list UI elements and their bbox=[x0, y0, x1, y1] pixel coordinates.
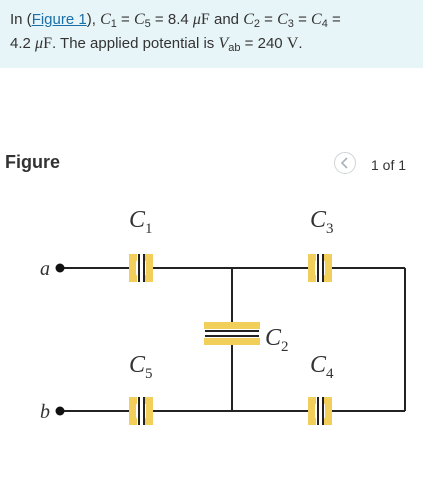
var-v: V bbox=[218, 35, 229, 52]
problem-statement: In (Figure 1), C1 = C5 = 8.4 μF and C2 =… bbox=[0, 0, 423, 68]
problem-text: = bbox=[260, 11, 278, 28]
var-c2: C bbox=[243, 11, 254, 28]
var-c5-sub: 5 bbox=[144, 18, 151, 30]
terminal-b bbox=[55, 406, 65, 416]
var-c2-sub: 2 bbox=[253, 18, 260, 30]
figure-header: Figure 1 of 1 bbox=[0, 150, 423, 180]
unit-mu: μ bbox=[35, 35, 44, 52]
var-c1: C bbox=[100, 11, 111, 28]
problem-text: . bbox=[298, 35, 303, 52]
node-label-b: b bbox=[40, 401, 50, 423]
label-c4-letter: C bbox=[310, 352, 327, 378]
figure-title: Figure bbox=[5, 152, 61, 172]
page-indicator: 1 of 1 bbox=[371, 157, 407, 173]
problem-text: = bbox=[293, 11, 312, 28]
label-c3: C3 bbox=[310, 207, 334, 237]
figure-1-link[interactable]: Figure 1 bbox=[31, 11, 87, 28]
label-c1-sub: 1 bbox=[145, 221, 153, 237]
label-c3-sub: 3 bbox=[326, 221, 334, 237]
label-c5: C5 bbox=[129, 352, 153, 382]
label-c3-letter: C bbox=[310, 207, 327, 233]
problem-text: = bbox=[327, 11, 341, 28]
problem-text: = 240 bbox=[240, 35, 287, 52]
capacitor-c3 bbox=[308, 254, 332, 282]
capacitor-c4 bbox=[308, 397, 332, 425]
var-c3-sub: 3 bbox=[287, 18, 294, 30]
label-c1-letter: C bbox=[129, 207, 146, 233]
problem-text: . The applied potential is bbox=[51, 35, 219, 52]
var-c1-sub: 1 bbox=[110, 18, 117, 30]
label-c1: C1 bbox=[129, 207, 153, 237]
label-c2-sub: 2 bbox=[281, 339, 289, 355]
label-c4-sub: 4 bbox=[326, 366, 334, 382]
label-c2-letter: C bbox=[265, 325, 282, 351]
label-c5-sub: 5 bbox=[145, 366, 153, 382]
var-c4-sub: 4 bbox=[321, 18, 328, 30]
node-label-a: a bbox=[40, 258, 50, 280]
problem-line-1: In (Figure 1), C1 = C5 = 8.4 μF and C2 =… bbox=[10, 10, 415, 34]
capacitor-c5 bbox=[129, 397, 153, 425]
label-c4: C4 bbox=[310, 352, 334, 382]
problem-text: 4.2 bbox=[10, 35, 36, 52]
var-c5: C bbox=[133, 11, 145, 28]
capacitor-c1 bbox=[129, 254, 153, 282]
unit-farad: F bbox=[43, 35, 52, 52]
problem-text: = bbox=[116, 11, 134, 28]
unit-volt: V bbox=[286, 35, 299, 52]
label-c5-letter: C bbox=[129, 352, 146, 378]
var-c4: C bbox=[311, 11, 322, 28]
previous-figure-button[interactable] bbox=[334, 152, 356, 174]
capacitor-c2 bbox=[204, 322, 260, 345]
problem-text-prefix: In ( bbox=[10, 11, 32, 28]
problem-text: ), bbox=[86, 11, 101, 28]
terminal-a bbox=[55, 263, 65, 273]
unit-farad: F bbox=[200, 11, 210, 28]
problem-text: and bbox=[209, 11, 244, 28]
chevron-left-icon bbox=[341, 157, 348, 169]
var-c3: C bbox=[277, 11, 288, 28]
unit-mu: μ bbox=[192, 11, 201, 28]
problem-line-2: 4.2 μF. The applied potential is Vab = 2… bbox=[10, 34, 415, 58]
circuit-diagram: a b C1 C3 C2 C5 bbox=[40, 207, 406, 425]
var-v-sub: ab bbox=[228, 42, 241, 54]
problem-text: = 8.4 bbox=[150, 11, 193, 28]
label-c2: C2 bbox=[265, 325, 289, 355]
